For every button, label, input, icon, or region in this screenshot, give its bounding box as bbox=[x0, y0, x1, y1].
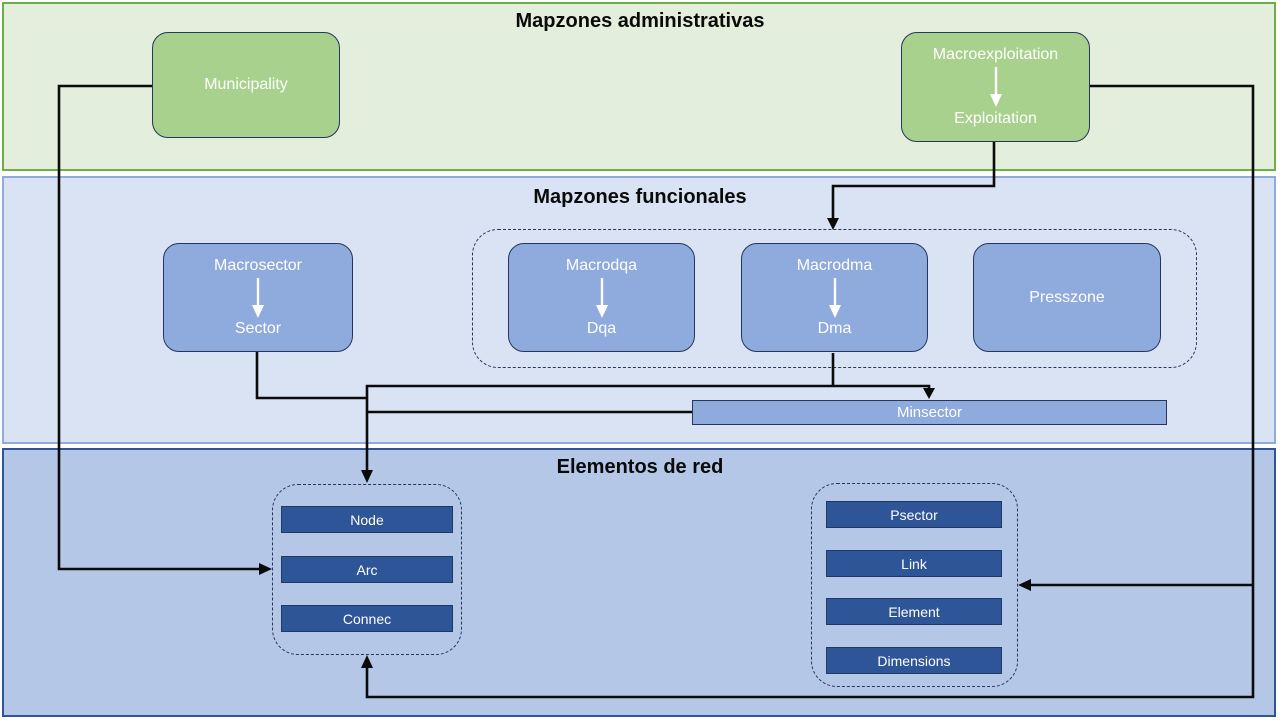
dimensions-bar-label: Dimensions bbox=[877, 652, 951, 669]
psector-bar[interactable]: Psector bbox=[826, 501, 1002, 528]
arc-bar[interactable]: Arc bbox=[281, 556, 453, 583]
exploitation-label: Exploitation bbox=[954, 110, 1037, 127]
node-bar-label: Node bbox=[350, 511, 384, 528]
dimensions-bar[interactable]: Dimensions bbox=[826, 647, 1002, 674]
macroexploitation-label: Macroexploitation bbox=[932, 46, 1059, 63]
dma-label: Dma bbox=[817, 320, 852, 337]
municipality-node[interactable]: Municipality bbox=[152, 32, 340, 138]
link-bar[interactable]: Link bbox=[826, 550, 1002, 577]
macrodqa-node[interactable]: Macrodqa Dqa bbox=[508, 243, 695, 352]
presszone-node[interactable]: Presszone bbox=[973, 243, 1161, 352]
element-bar-label: Element bbox=[888, 603, 940, 620]
node-bar[interactable]: Node bbox=[281, 506, 453, 533]
minsector-label: Minsector bbox=[896, 404, 963, 421]
band-title-administrative: Mapzones administrativas bbox=[515, 10, 765, 32]
macrodma-label: Macrodma bbox=[796, 257, 873, 274]
link-bar-label: Link bbox=[901, 555, 927, 572]
down-arrow-icon bbox=[252, 277, 264, 318]
connec-bar-label: Connec bbox=[342, 610, 392, 627]
connec-bar[interactable]: Connec bbox=[281, 605, 453, 632]
band-title-network: Elementos de red bbox=[556, 456, 724, 478]
element-bar[interactable]: Element bbox=[826, 598, 1002, 625]
macrodqa-label: Macrodqa bbox=[565, 257, 638, 274]
arc-bar-label: Arc bbox=[356, 561, 378, 578]
macrosector-label: Macrosector bbox=[213, 257, 303, 274]
down-arrow-icon bbox=[828, 277, 841, 318]
macrosector-node[interactable]: Macrosector Sector bbox=[163, 243, 353, 352]
minsector-node[interactable]: Minsector bbox=[692, 400, 1167, 425]
down-arrow-icon bbox=[595, 277, 608, 318]
down-arrow-icon bbox=[989, 67, 1002, 107]
sector-label: Sector bbox=[234, 320, 282, 337]
dqa-label: Dqa bbox=[586, 320, 617, 337]
band-network bbox=[2, 448, 1276, 717]
psector-bar-label: Psector bbox=[890, 506, 938, 523]
macrodma-node[interactable]: Macrodma Dma bbox=[741, 243, 928, 352]
presszone-label: Presszone bbox=[1029, 288, 1105, 306]
municipality-label: Municipality bbox=[204, 76, 288, 93]
macroexploitation-node[interactable]: Macroexploitation Exploitation bbox=[901, 32, 1090, 142]
band-title-functional: Mapzones funcionales bbox=[533, 186, 747, 208]
